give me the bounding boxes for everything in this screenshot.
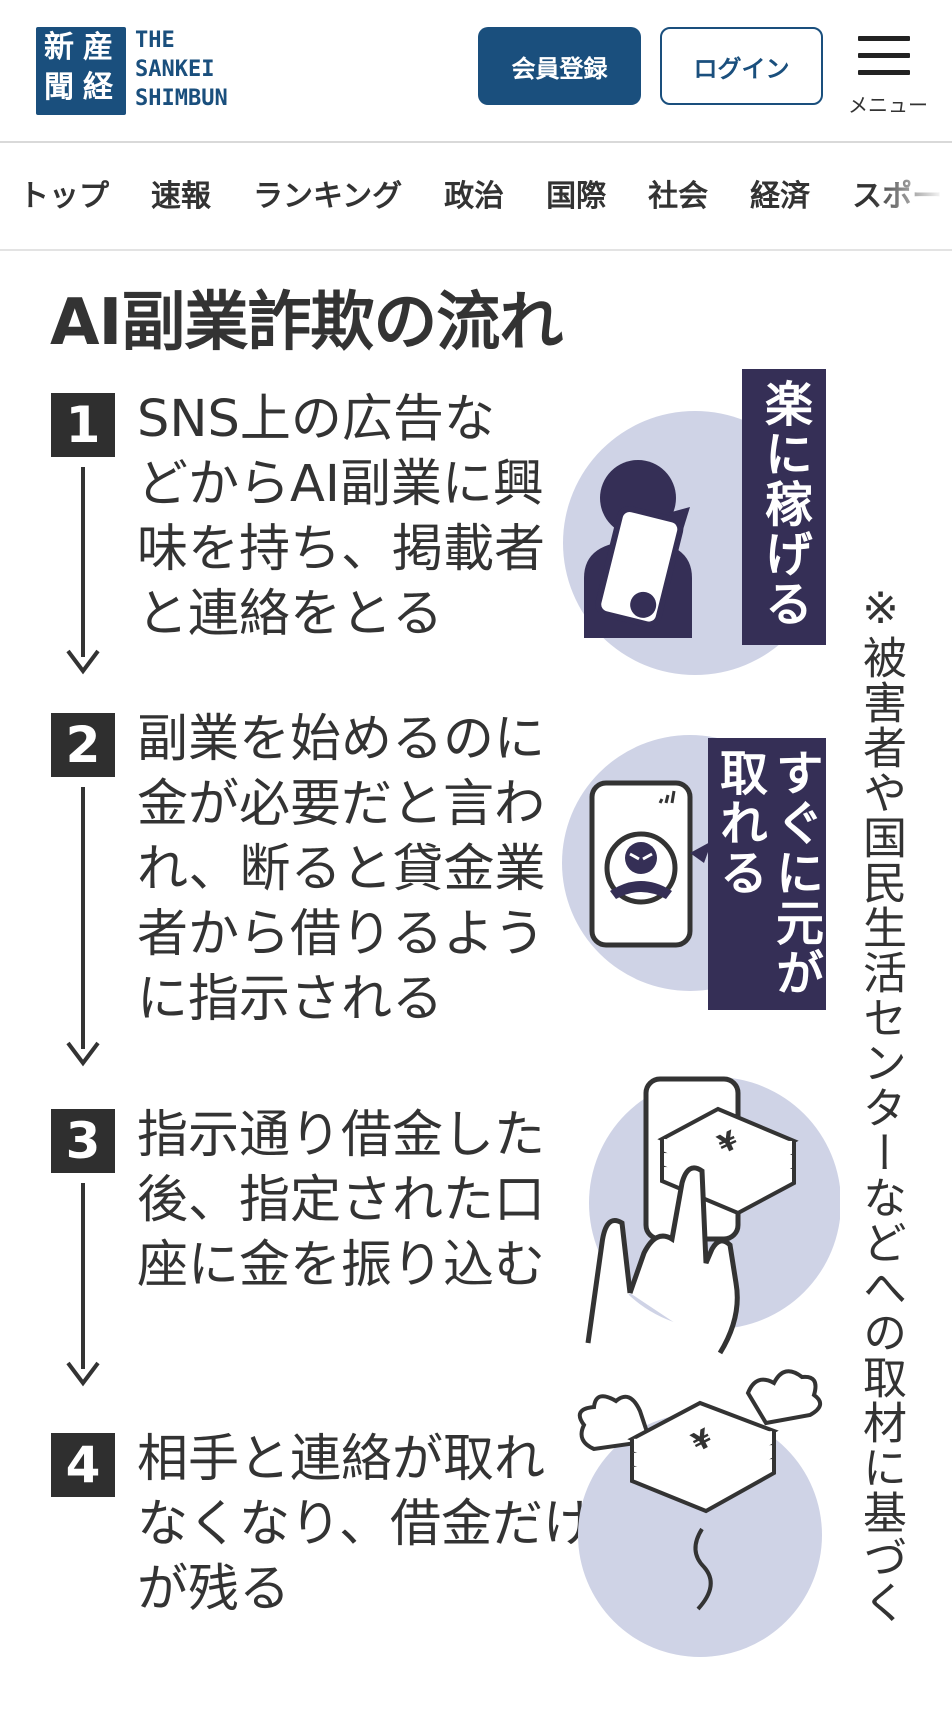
step-number-2: 2 <box>51 713 115 777</box>
speech-bubble-quick-return: すぐに元が 取れる <box>708 738 826 1010</box>
bubble-text-quick-return-1: すぐに元が <box>767 748 823 998</box>
nav-item-ranking[interactable]: ランキング <box>253 179 403 214</box>
logo-text-line-2: SANKEI <box>135 57 215 82</box>
bubble-text-quick-return-2: 取れる <box>711 748 767 898</box>
logo-text-line-3: SHIMBUN <box>135 86 228 111</box>
step-2-line: 金が必要だと言わ <box>137 775 546 834</box>
nav-fade-overlay <box>872 143 952 249</box>
speech-bubble-easy-money: 楽に稼げる <box>742 369 826 645</box>
category-nav: トップ 速報 ランキング 政治 国際 社会 経済 スポーツ <box>0 143 952 251</box>
step-text-4: 相手と連絡が取れ なくなり、借金だけ が残る <box>137 1427 594 1622</box>
nav-item-breaking[interactable]: 速報 <box>151 179 211 214</box>
step-4-line: なくなり、借金だけ <box>137 1495 594 1554</box>
login-button[interactable]: ログイン <box>660 27 823 105</box>
step-2-line: 者から借りるよう <box>137 905 546 964</box>
nav-item-top[interactable]: トップ <box>19 179 109 214</box>
flow-arrow-line <box>81 787 85 1049</box>
step-2-line: れ、断ると貸金業 <box>137 840 546 899</box>
nav-item-economy[interactable]: 経済 <box>750 179 811 214</box>
step-number-1: 1 <box>51 393 115 457</box>
category-nav-items: トップ 速報 ランキング 政治 国際 社会 経済 スポーツ <box>19 177 952 217</box>
step-number-3: 3 <box>51 1109 115 1173</box>
sankei-logo-text[interactable]: THE SANKEI SHIMBUN <box>135 26 245 113</box>
step-4-line: が残る <box>137 1560 291 1619</box>
arrow-down-icon <box>66 1361 100 1387</box>
logo-text-line-1: THE <box>135 28 175 53</box>
step-4-line: 相手と連絡が取れ <box>137 1430 546 1489</box>
flying-money-illustration: ¥ <box>577 1369 822 1657</box>
logo-kanji-4: 聞 <box>44 70 74 105</box>
step-text-3: 指示通り借金した 後、指定された口 座に金を振り込む <box>137 1103 577 1298</box>
flow-arrow-line <box>81 467 85 657</box>
flow-arrow-line <box>81 1183 85 1369</box>
step-3-line: 後、指定された口 <box>137 1171 546 1230</box>
step-1-line: SNS上の広告な <box>137 390 495 449</box>
step-2-line: 副業を始めるのに <box>137 710 546 769</box>
logo-kanji-3: 新 <box>44 30 74 65</box>
step-3-line: 指示通り借金した <box>137 1106 546 1165</box>
logo-kanji-1: 産 <box>83 30 113 65</box>
menu-label[interactable]: メニュー <box>848 93 928 117</box>
nav-item-international[interactable]: 国際 <box>546 179 607 214</box>
step-text-1: SNS上の広告な どからAI副業に興 味を持ち、掲載者 と連絡をとる <box>137 387 577 647</box>
infographic: AI副業詐欺の流れ 1 SNS上の広告な どからAI副業に興 味を持ち、掲載者 … <box>0 253 952 1720</box>
bubble-text-easy-money: 楽に稼げる <box>756 379 812 629</box>
step-2-line: に指示される <box>137 970 444 1029</box>
nav-item-politics[interactable]: 政治 <box>444 179 505 214</box>
step-text-2: 副業を始めるのに 金が必要だと言わ れ、断ると貸金業 者から借りるよう に指示さ… <box>137 707 577 1032</box>
register-button[interactable]: 会員登録 <box>478 27 641 105</box>
step-3-line: 座に金を振り込む <box>137 1236 546 1295</box>
step-1-line: 味を持ち、掲載者 <box>137 520 546 579</box>
site-header: 産 経 新 聞 THE SANKEI SHIMBUN 会員登録 ログイン メニュ… <box>0 0 952 143</box>
hamburger-menu-icon[interactable] <box>858 36 910 76</box>
step-1-line: と連絡をとる <box>137 585 444 644</box>
phone-payment-illustration: ¥ <box>585 1076 840 1355</box>
arrow-down-icon <box>66 649 100 675</box>
step-number-4: 4 <box>51 1433 115 1497</box>
arrow-down-icon <box>66 1041 100 1067</box>
logo-kanji-2: 経 <box>83 70 113 105</box>
sankei-logo-mark[interactable]: 産 経 新 聞 <box>36 27 126 115</box>
source-note: ※被害者や国民生活センターなどへの取材に基づく <box>855 583 906 1625</box>
infographic-title: AI副業詐欺の流れ <box>50 286 563 360</box>
nav-item-society[interactable]: 社会 <box>648 179 709 214</box>
step-1-line: どからAI副業に興 <box>137 455 544 514</box>
